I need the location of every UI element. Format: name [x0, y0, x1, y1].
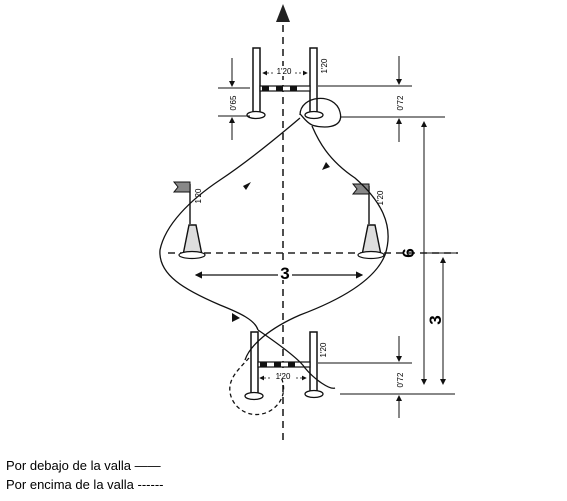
right-flag-height-label: 1'20 [376, 190, 385, 205]
bottom-right-dimension [318, 336, 455, 418]
route-path [159, 97, 389, 416]
legend-over: Por encima de la valla ------ [6, 477, 164, 492]
top-right-height-label: 0'72 [396, 95, 405, 110]
course-diagram: 1'20 1'20 0'65 0'72 6 3 1'20 1'20 [159, 4, 458, 440]
bottom-gate-width-label: 1'20 [276, 372, 291, 381]
route-arrow-icon [243, 182, 251, 190]
route-arrow-icon [322, 162, 330, 170]
half-length-dimension [425, 252, 458, 385]
top-gate-width-label: 1'20 [277, 67, 292, 76]
right-cone [351, 183, 385, 260]
cone-distance-label: 3 [280, 264, 289, 283]
top-bar-height-label: 0'65 [229, 95, 238, 110]
top-hurdle [246, 47, 324, 120]
total-length-label: 6 [399, 248, 418, 257]
top-pole-height-label: 1'20 [320, 58, 329, 73]
top-left-dimension [218, 58, 250, 140]
bottom-pole-height-label: 1'20 [319, 342, 328, 357]
top-right-dimension [318, 56, 445, 142]
bottom-right-height-label: 0'72 [396, 372, 405, 387]
bottom-hurdle [244, 331, 324, 401]
north-arrow-icon [276, 4, 290, 22]
route-arrow-icon [232, 313, 240, 322]
left-cone [172, 181, 206, 260]
legend-under: Por debajo de la valla —— [6, 458, 161, 473]
half-length-label: 3 [426, 315, 445, 324]
